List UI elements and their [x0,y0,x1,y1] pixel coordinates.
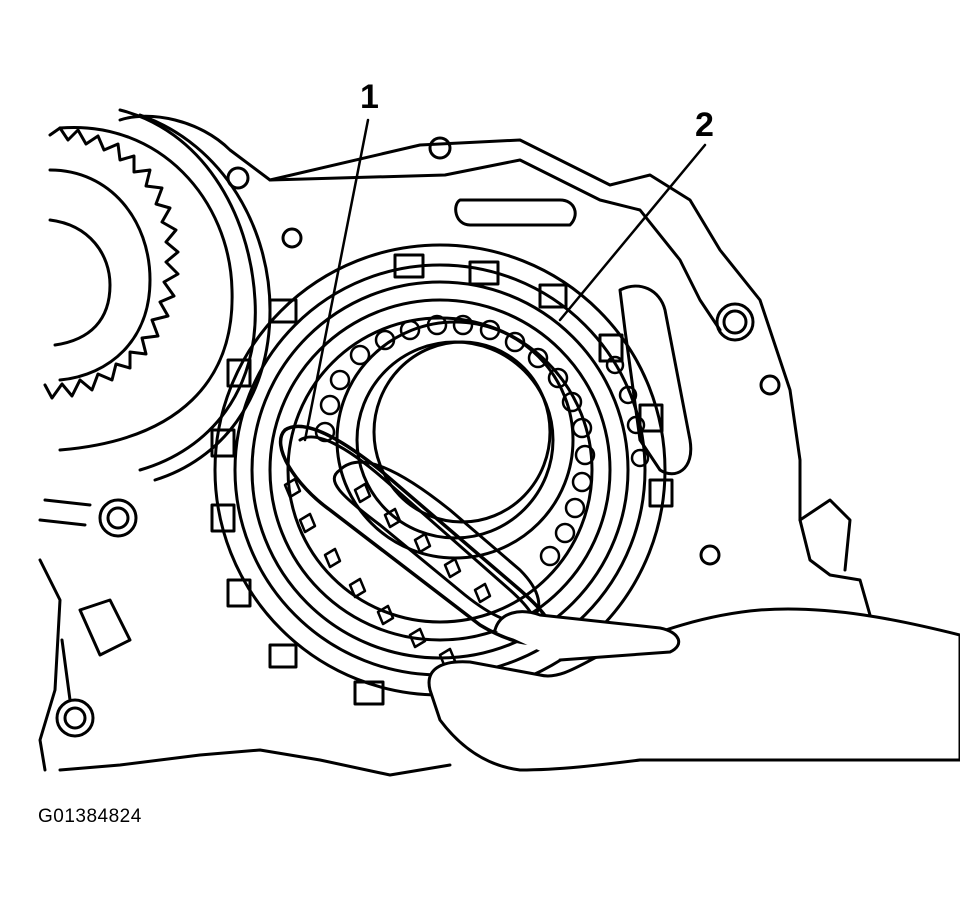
bearing-hub [314,314,650,567]
transmission-case [38,114,872,777]
clutch-drum [210,243,674,706]
figure-id: G01384824 [38,806,142,827]
technician-hand [427,607,960,772]
callout-2-label: 2 [695,106,714,144]
snap-ring [278,424,553,645]
ring-gear [43,108,272,482]
callout-1-label: 1 [360,78,379,116]
bolts [55,498,138,738]
callout-leaders [303,118,707,442]
